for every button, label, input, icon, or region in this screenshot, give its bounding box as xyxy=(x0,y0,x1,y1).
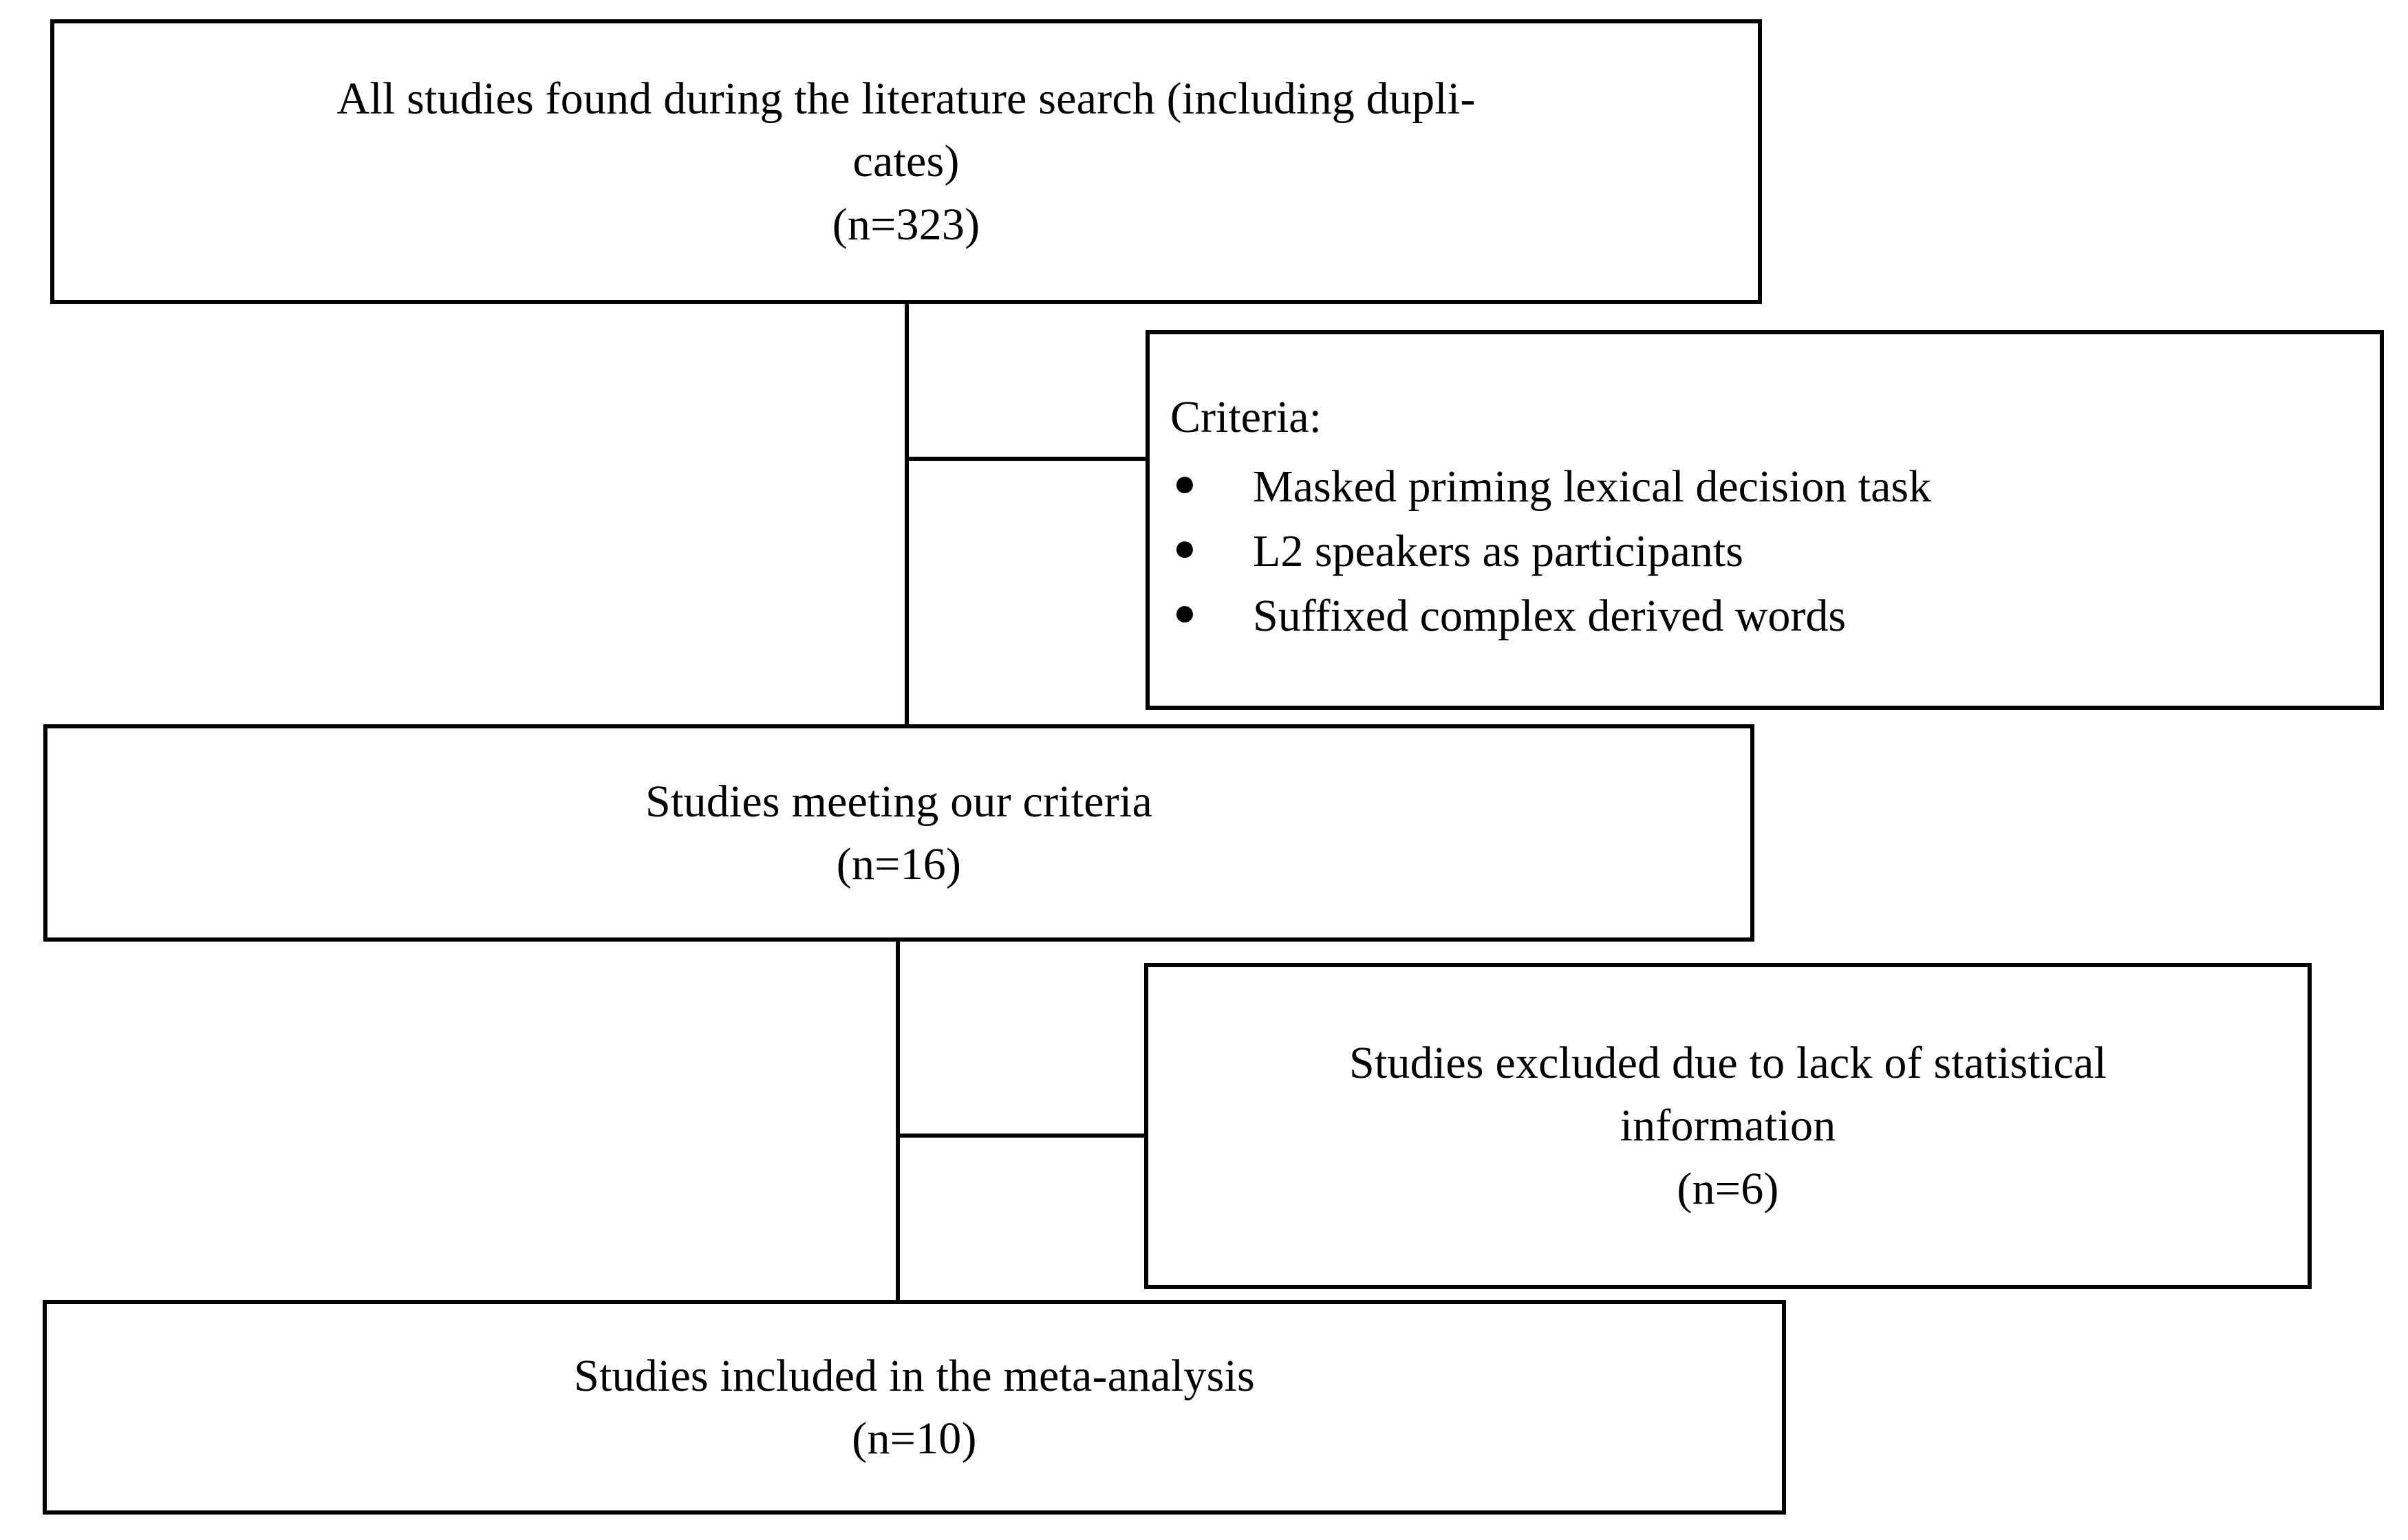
connector-found-to-meeting xyxy=(905,303,909,727)
criteria-heading: Criteria: xyxy=(1170,392,1322,443)
connector-meeting-to-included xyxy=(896,939,900,1302)
studies-excluded-line-2: information xyxy=(1620,1100,1836,1151)
criteria-item-label: L2 speakers as participants xyxy=(1253,525,1743,576)
studies-found-line-2: cates) xyxy=(852,136,960,187)
criteria-item-label: Masked priming lexical decision task xyxy=(1253,461,1932,512)
bullet-icon: ● xyxy=(1173,526,1196,570)
node-studies-found: All studies found during the literature … xyxy=(50,19,1762,304)
criteria-list-item: ● Suffixed complex derived words xyxy=(1150,584,2380,649)
studies-meeting-criteria-label: Studies meeting our criteria xyxy=(645,776,1152,827)
studies-included-count: (n=10) xyxy=(852,1413,977,1464)
studies-included-label: Studies included in the meta-analysis xyxy=(574,1350,1255,1401)
bullet-icon: ● xyxy=(1173,462,1196,505)
criteria-item-label: Suffixed complex derived words xyxy=(1253,590,1847,641)
connector-branch-to-criteria xyxy=(905,457,1147,461)
node-criteria: Criteria: ● Masked priming lexical decis… xyxy=(1146,330,2384,710)
criteria-list: ● Masked priming lexical decision task ●… xyxy=(1150,455,2380,649)
criteria-list-item: ● L2 speakers as participants xyxy=(1150,519,2380,584)
node-studies-excluded: Studies excluded due to lack of statisti… xyxy=(1144,963,2312,1289)
node-studies-included: Studies included in the meta-analysis (n… xyxy=(43,1300,1786,1515)
studies-found-line-1: All studies found during the literature … xyxy=(336,74,1476,124)
criteria-list-item: ● Masked priming lexical decision task xyxy=(1150,455,2380,519)
node-studies-meeting-criteria: Studies meeting our criteria (n=16) xyxy=(43,724,1754,942)
bullet-icon: ● xyxy=(1173,591,1196,634)
studies-found-count: (n=323) xyxy=(832,199,980,250)
studies-excluded-count: (n=6) xyxy=(1677,1163,1779,1214)
connector-branch-to-excluded xyxy=(896,1134,1146,1138)
studies-excluded-line-1: Studies excluded due to lack of statisti… xyxy=(1349,1038,2107,1089)
studies-meeting-criteria-count: (n=16) xyxy=(836,839,962,889)
